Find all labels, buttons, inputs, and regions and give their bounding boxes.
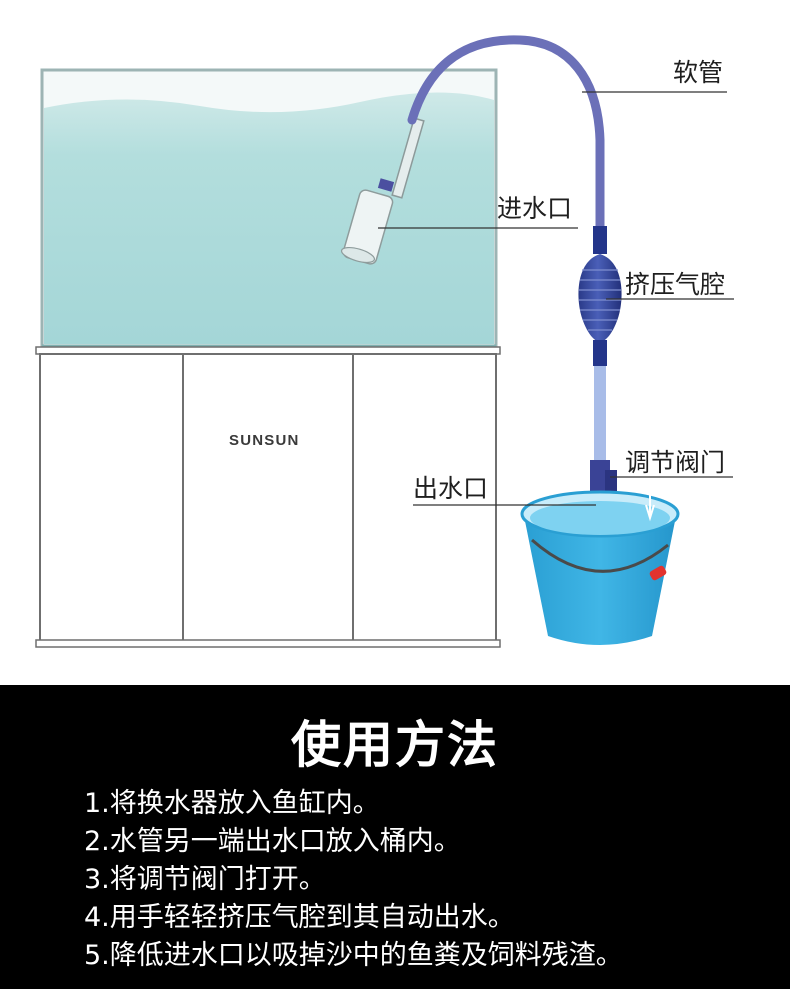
lower-tube xyxy=(594,366,606,462)
hose xyxy=(407,35,605,233)
instructions-title: 使用方法 xyxy=(291,716,499,774)
bucket xyxy=(520,490,680,645)
step-item: 3.将调节阀门打开。 xyxy=(84,864,326,895)
label-outlet: 出水口 xyxy=(413,474,489,503)
aquarium-tank xyxy=(40,68,498,348)
label-regulating-valve: 调节阀门 xyxy=(625,448,726,477)
step-item: 2.水管另一端出水口放入桶内。 xyxy=(84,826,461,857)
label-hose: 软管 xyxy=(673,58,724,87)
instructions-panel: 使用方法 1.将换水器放入鱼缸内。 2.水管另一端出水口放入桶内。 3.将调节阀… xyxy=(0,685,790,989)
cabinet xyxy=(35,346,501,648)
brand-logo-text: SUNSUN xyxy=(229,432,300,449)
step-item: 1.将换水器放入鱼缸内。 xyxy=(84,788,380,819)
label-inlet: 进水口 xyxy=(497,194,573,223)
step-item: 5.降低进水口以吸掉沙中的鱼粪及饲料残渣。 xyxy=(84,940,623,971)
intake-tube xyxy=(340,117,425,265)
squeeze-bulb xyxy=(578,226,622,366)
label-squeeze-bulb: 挤压气腔 xyxy=(625,270,726,299)
instructions-steps: 1.将换水器放入鱼缸内。 2.水管另一端出水口放入桶内。 3.将调节阀门打开。 … xyxy=(84,785,623,975)
step-item: 4.用手轻轻挤压气腔到其自动出水。 xyxy=(84,902,515,933)
aquarium-siphon-diagram xyxy=(35,35,734,648)
leader-lines xyxy=(378,91,734,506)
diagram-illustration: 软管 进水口 挤压气腔 调节阀门 出水口 SUNSUN xyxy=(35,35,734,648)
